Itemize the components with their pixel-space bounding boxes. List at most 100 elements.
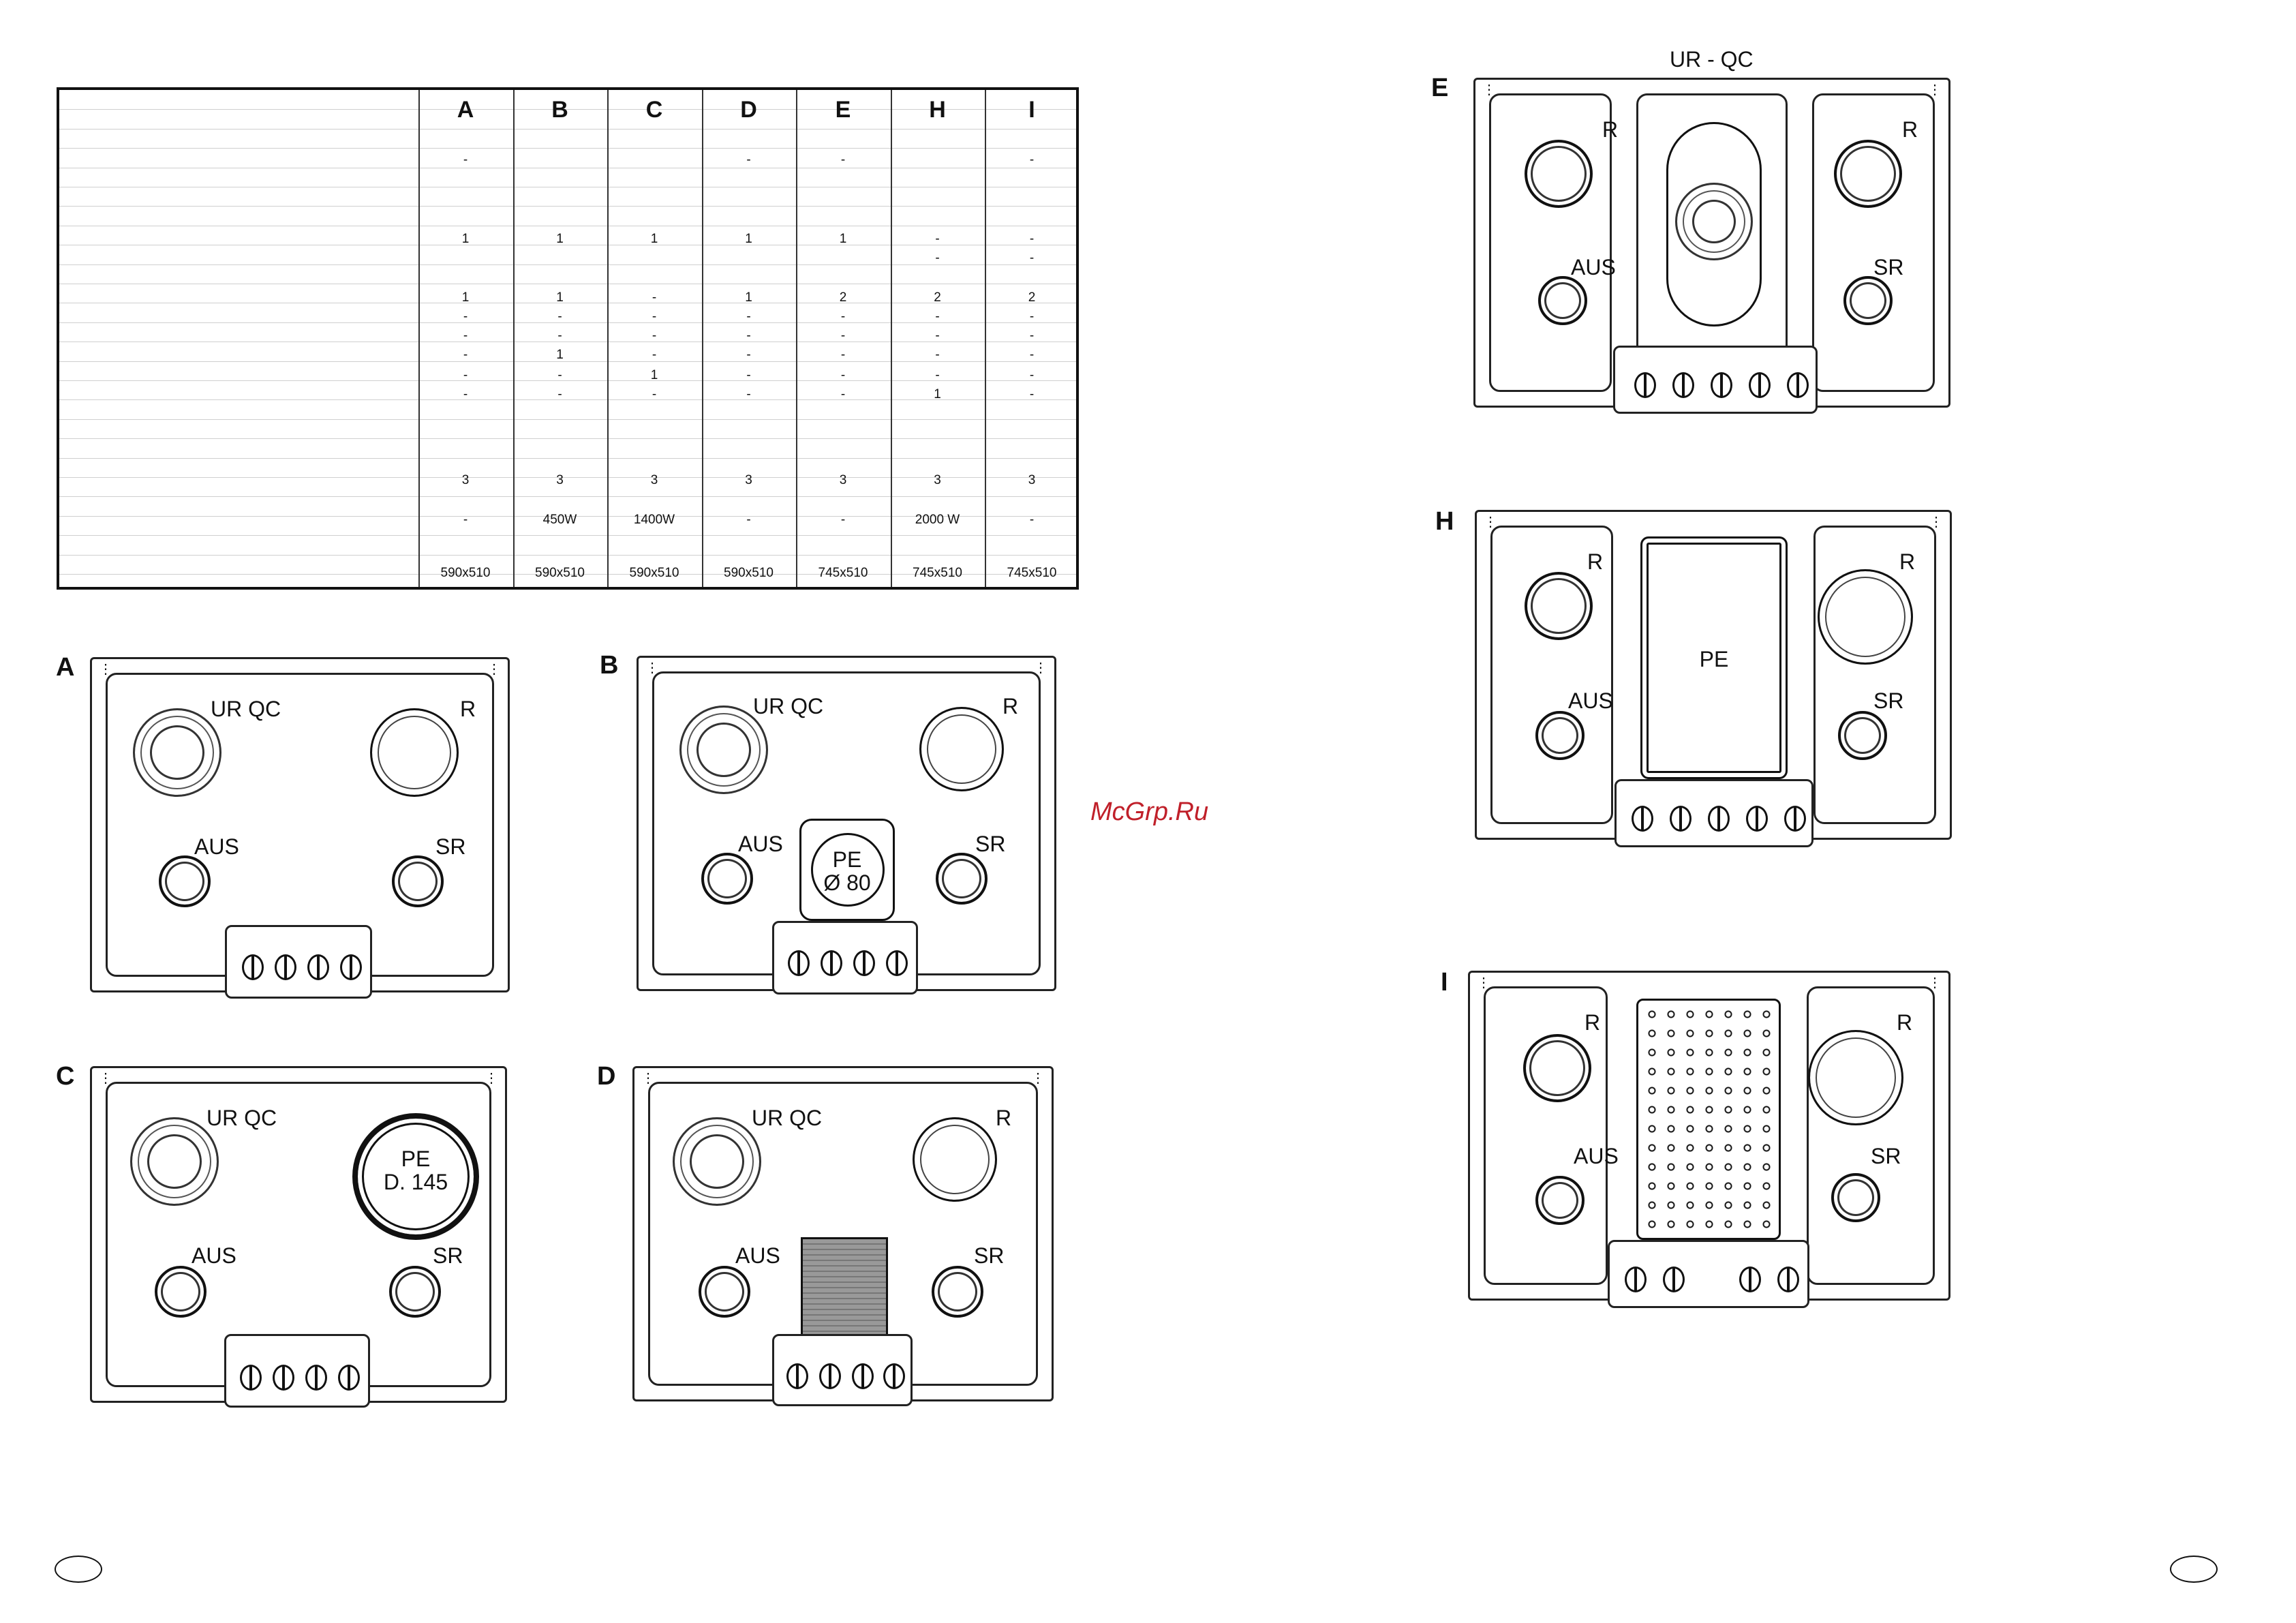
control-knob[interactable] (1625, 1266, 1647, 1292)
table-cell: 3 (556, 473, 564, 487)
column-header-a: A (457, 97, 474, 123)
table-rule (59, 477, 1076, 478)
table-cell: - (840, 348, 846, 362)
table-cell: - (840, 153, 846, 167)
aus-burner-icon (159, 855, 211, 907)
control-knob[interactable] (305, 1365, 327, 1391)
screw-dots: ⋮ (1031, 1071, 1045, 1086)
sr-label: SR (1873, 688, 1904, 713)
control-knob[interactable] (1663, 1266, 1685, 1292)
table-cell: 2 (934, 290, 941, 305)
knob-panel (1613, 346, 1818, 414)
control-knob[interactable] (1670, 806, 1692, 832)
table-cell: 3 (1028, 473, 1036, 487)
table-cell: 1 (650, 368, 658, 382)
screw-dots: ⋮ (1928, 82, 1942, 97)
sr-burner-icon (1838, 711, 1887, 760)
table-cell: - (463, 387, 468, 401)
control-knob[interactable] (1777, 1266, 1799, 1292)
table-cell: - (746, 387, 751, 401)
aus-burner-icon (1538, 276, 1587, 325)
control-knob[interactable] (275, 954, 296, 980)
control-knob[interactable] (1708, 806, 1730, 832)
table-cell: - (463, 329, 468, 343)
knob-panel (1614, 779, 1813, 847)
control-knob[interactable] (1739, 1266, 1761, 1292)
table-cell: 1 (745, 232, 752, 246)
table-rule (59, 574, 1076, 575)
hob-c-plate: ⋮ ⋮ UR QC PE D. 145 AUS SR (90, 1066, 507, 1408)
knob-panel (772, 921, 918, 995)
table-cell: - (746, 329, 751, 343)
rapid-burner-icon (1523, 1034, 1591, 1102)
control-knob[interactable] (821, 950, 842, 976)
table-cell: 3 (650, 473, 658, 487)
control-knob[interactable] (853, 950, 875, 976)
control-knob[interactable] (340, 954, 362, 980)
hob-letter-e: E (1431, 74, 1449, 102)
table-cell: - (840, 368, 846, 382)
column-header-i: I (1028, 97, 1035, 123)
control-knob[interactable] (307, 954, 329, 980)
rapid-burner-icon (1525, 572, 1593, 640)
control-knob[interactable] (1749, 372, 1771, 398)
sr-label: SR (435, 834, 466, 859)
control-knob[interactable] (852, 1363, 874, 1389)
rapid-burner-icon (1834, 140, 1902, 208)
table-cell: - (935, 232, 940, 246)
r-label: R (996, 1106, 1012, 1130)
table-cell: - (935, 329, 940, 343)
screw-dots: ⋮ (99, 1071, 112, 1086)
watermark-text: McGrp.Ru (1090, 798, 1209, 826)
table-rule (59, 515, 1076, 517)
control-knob[interactable] (886, 950, 908, 976)
aus-label: AUS (1571, 255, 1616, 279)
control-knob[interactable] (819, 1363, 841, 1389)
table-cell: - (840, 387, 846, 401)
control-knob[interactable] (1711, 372, 1732, 398)
sr-burner-icon (389, 1266, 441, 1318)
table-cell: - (652, 348, 657, 362)
rapid-burner-icon (913, 1117, 997, 1202)
control-knob[interactable] (338, 1365, 360, 1391)
table-cell: - (652, 329, 657, 343)
control-knob[interactable] (1634, 372, 1656, 398)
table-rule (59, 496, 1076, 498)
pe-hotplate-icon: PE D. 145 (352, 1113, 479, 1240)
control-knob[interactable] (242, 954, 264, 980)
rapid-burner-icon (370, 708, 459, 797)
hob-e-plate: ⋮ ⋮ R AUS R SR (1473, 78, 1950, 414)
control-knob[interactable] (1784, 806, 1806, 832)
table-cell: - (746, 348, 751, 362)
control-knob[interactable] (786, 1363, 808, 1389)
hob-e-left-frame (1489, 93, 1612, 392)
table-cell: - (746, 513, 751, 527)
r-label: R (1002, 694, 1019, 718)
table-cell: 2 (839, 290, 847, 305)
table-cell: 1 (556, 232, 564, 246)
table-cell: 1 (461, 290, 470, 305)
table-cell: 3 (745, 473, 752, 487)
control-knob[interactable] (788, 950, 810, 976)
ur-qc-label: UR QC (206, 1106, 277, 1130)
hob-e-title: UR - QC (1670, 47, 1754, 72)
control-knob[interactable] (1672, 372, 1694, 398)
table-rule (59, 535, 1076, 536)
control-knob[interactable] (273, 1365, 294, 1391)
control-knob[interactable] (240, 1365, 262, 1391)
control-knob[interactable] (1632, 806, 1653, 832)
control-knob[interactable] (883, 1363, 905, 1389)
control-knob[interactable] (1787, 372, 1809, 398)
r-right-label: R (1899, 549, 1916, 574)
pe-size-label: D. 145 (383, 1170, 448, 1194)
screw-dots: ⋮ (1928, 975, 1942, 990)
table-cell: 1 (461, 232, 470, 246)
hob-letter-a: A (56, 653, 75, 682)
control-knob[interactable] (1746, 806, 1768, 832)
hotplate-icon (811, 833, 885, 907)
sr-label: SR (1871, 1144, 1901, 1168)
column-header-d: D (740, 97, 757, 123)
table-cell: 2000 W (915, 513, 960, 527)
table-cell: - (935, 251, 940, 265)
